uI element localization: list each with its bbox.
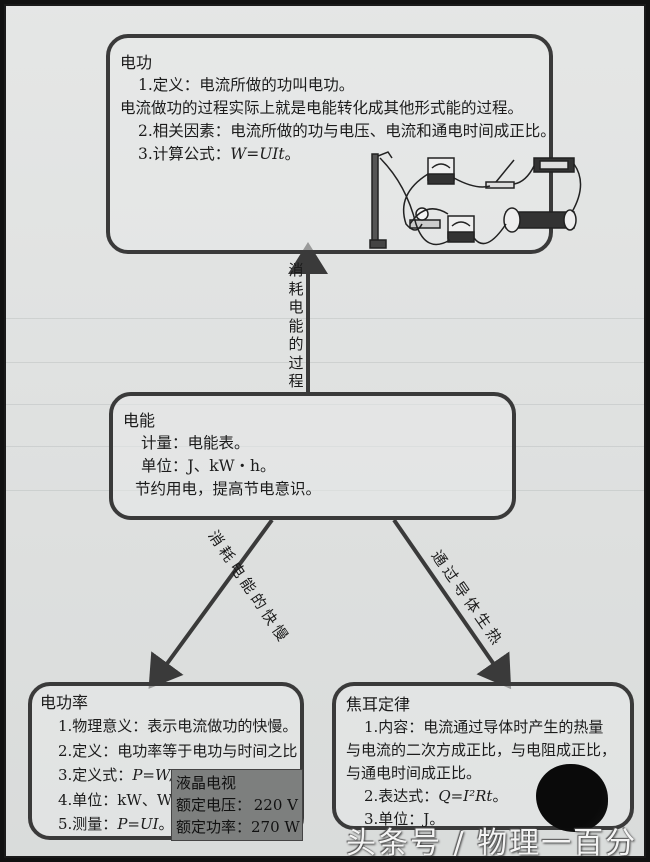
circuit-experiment-illustration xyxy=(369,151,582,249)
measurement-line: 计量：电能表。 xyxy=(141,434,250,452)
process-line: 电流做功的过程实际上就是电能转化成其他形式能的过程。 xyxy=(120,99,524,117)
formula: W=UIt xyxy=(230,145,285,163)
tv-card-title: 液晶电视 xyxy=(176,774,237,792)
factors-line: 2.相关因素：电流所做的功与电压、电流和通电时间成正比。 xyxy=(138,122,556,140)
rated-power-value: 270 W xyxy=(251,818,300,836)
formula: Q=I²Rt xyxy=(438,787,493,805)
formula: P=W/t xyxy=(132,766,182,784)
definition-line: 1.定义：电流所做的功叫电功。 xyxy=(138,76,355,94)
rated-power-label: 额定功率： xyxy=(176,818,252,836)
meaning-line: 1.物理意义：表示电流做功的快慢。 xyxy=(58,717,298,735)
tv-nameplate-card: 液晶电视 额定电压： 220 V 额定功率： 270 W xyxy=(171,769,303,841)
formula-line: 2.表达式：Q=I²Rt。 xyxy=(346,785,630,808)
saving-line: 节约用电，提高节电意识。 xyxy=(135,480,322,498)
formula: P=UI xyxy=(117,815,159,833)
edge-label-energy-to-work: 消耗电能的过程 xyxy=(288,261,304,390)
node-electric-energy: 电能 计量：电能表。 单位：J、kW・h。 节约用电，提高节电意识。 xyxy=(109,392,516,520)
content-line-2: 与电流的二次方成正比，与电阻成正比， xyxy=(346,741,617,759)
formula-label: 3.定义式： xyxy=(58,766,133,784)
content-line-1: 1.内容：电流通过导体时产生的热量 xyxy=(364,718,604,736)
background-rule xyxy=(6,362,644,363)
formula-label: 2.表达式： xyxy=(364,787,439,805)
node-title: 电功率 xyxy=(40,693,89,712)
arrow-energy-to-joule xyxy=(392,518,512,690)
unit-line: 单位：J、kW・h。 xyxy=(141,457,276,475)
period: 。 xyxy=(284,145,301,163)
node-title: 电能 xyxy=(123,411,156,430)
arrow-energy-to-power xyxy=(148,518,274,689)
watermark: 头条号 / 物理一百分 xyxy=(346,826,638,858)
rated-voltage-row: 额定电压： 220 V xyxy=(176,794,298,816)
unit-line: 3.单位：J。 xyxy=(364,810,445,828)
connector-arrows xyxy=(148,242,512,690)
rated-voltage-value: 220 V xyxy=(253,796,298,814)
period: 。 xyxy=(492,787,508,805)
rated-power-row: 额定功率： 270 W xyxy=(176,816,300,838)
definition-line: 2.定义：电功率等于电功与时间之比 xyxy=(58,741,298,760)
node-title: 电功 xyxy=(120,53,153,72)
unit-line: 4.单位：kW、W。 xyxy=(58,790,188,809)
content-line-3: 与通电时间成正比。 xyxy=(346,764,482,782)
node-electric-work: 电功 1.定义：电流所做的功叫电功。 电流做功的过程实际上就是电能转化成其他形式… xyxy=(106,34,556,254)
node-title: 焦耳定律 xyxy=(346,695,411,714)
measurement-label: 5.测量： xyxy=(58,815,118,833)
period: 。 xyxy=(158,815,174,833)
textbook-page: 电功 1.定义：电流所做的功叫电功。 电流做功的过程实际上就是电能转化成其他形式… xyxy=(4,4,646,858)
measurement-line: 5.测量：P=UI。 xyxy=(40,812,300,837)
ink-blot xyxy=(536,764,608,832)
formula-label: 3.计算公式： xyxy=(138,145,231,163)
formula-line: 3.计算公式：W=UIt。 xyxy=(120,143,549,166)
rated-voltage-label: 额定电压： xyxy=(176,796,252,814)
background-rule xyxy=(6,318,644,319)
